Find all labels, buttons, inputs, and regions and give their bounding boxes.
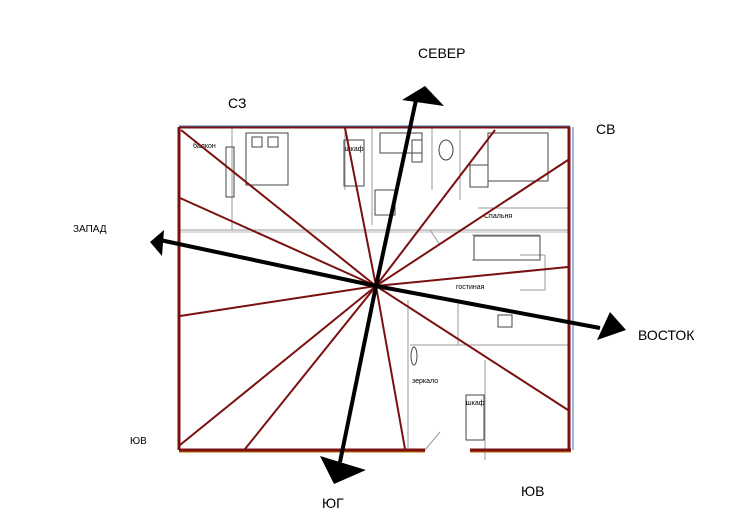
compass-southeast-label: ЮВ (521, 483, 544, 499)
room-label-balcony: балкон (193, 142, 216, 150)
bed-bedroom-1 (245, 132, 289, 186)
room-label-mirror: зеркало (412, 378, 438, 385)
sector-line-wsw (179, 285, 377, 317)
toilet (438, 139, 454, 161)
compass-northwest-label: СЗ (228, 95, 246, 111)
compass-north-label: СЕВЕР (418, 45, 465, 61)
mirror-shape (410, 346, 418, 366)
sector-line-sw (179, 285, 377, 446)
bed-bedroom-2 (487, 132, 549, 182)
sector-line-nne (375, 129, 496, 287)
compass-east-label: ВОСТОК (638, 327, 695, 343)
arrow-south-shaft (338, 285, 378, 463)
compass-southwest-label: ЮВ (130, 436, 147, 447)
outer-frame (177, 125, 574, 453)
wardrobe-bottom-box (465, 394, 485, 441)
compass-northeast-label: СВ (596, 121, 615, 137)
sector-line-se (375, 285, 569, 411)
arrow-west-head (150, 230, 164, 256)
sector-line-ssw (244, 285, 377, 450)
compass-west-label: ЗАПАД (73, 224, 107, 235)
bathtub (379, 132, 423, 154)
arrow-north-head (402, 86, 444, 106)
room-label-wardrobe-bottom: шкаф (466, 400, 485, 407)
nightstand (469, 164, 489, 188)
arrow-east-head (597, 312, 626, 340)
arrow-north-shaft (374, 99, 418, 287)
pillow-1 (251, 136, 263, 148)
room-label-living-room: гостиная (456, 284, 485, 291)
wardrobe-top-box (343, 139, 365, 187)
pillow-2 (267, 136, 279, 148)
room-label-bedroom: Спальня (484, 213, 512, 220)
compass-south-label: ЮГ (322, 495, 344, 511)
sector-line-e (375, 266, 569, 287)
arrow-west-shaft (159, 238, 377, 288)
sector-line-nw (180, 129, 377, 287)
sofa (473, 235, 541, 261)
sink (411, 139, 423, 163)
sector-line-sse (375, 285, 406, 450)
arrow-south-head (320, 456, 366, 484)
sector-line-nnw (344, 127, 377, 287)
sector-line-ne (375, 159, 569, 287)
chair (497, 314, 513, 328)
direction-arrows (150, 86, 626, 484)
room-label-wardrobe-top: шкаф (345, 146, 364, 153)
sector-lines (179, 127, 569, 450)
arrow-east-shaft (375, 284, 601, 330)
sector-line-wnw (179, 197, 377, 287)
